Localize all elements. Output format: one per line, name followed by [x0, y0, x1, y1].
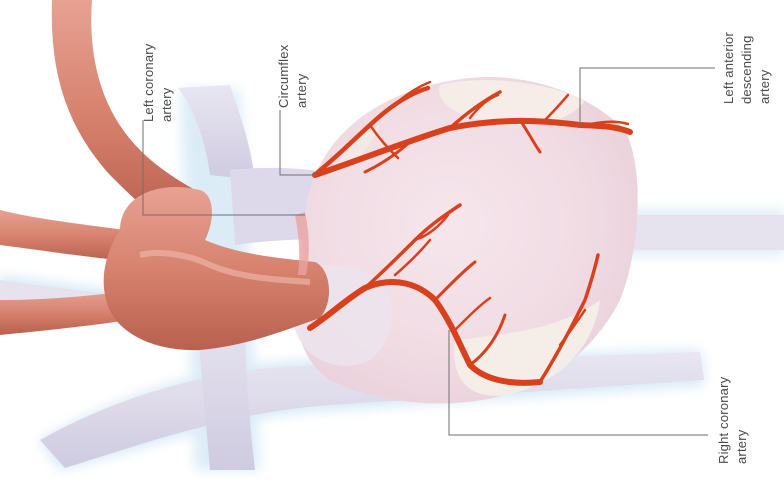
label-line: artery [159, 87, 174, 122]
label-left-anterior-descending-artery: Left anterior descending artery [721, 32, 772, 104]
label-right-coronary-artery: Right coronary artery [716, 376, 749, 464]
circumflex-leader [280, 110, 318, 175]
label-line: artery [294, 73, 309, 108]
label-line: Circumflex [276, 44, 291, 108]
label-line: artery [757, 69, 772, 104]
label-line: Left coronary [141, 43, 156, 122]
label-line: descending [739, 36, 754, 105]
label-line: Right coronary [716, 376, 731, 464]
label-left-coronary-artery: Left coronary artery [141, 43, 174, 122]
label-line: Left anterior [721, 32, 736, 104]
label-circumflex-artery: Circumflex artery [276, 44, 309, 108]
label-line: artery [734, 429, 749, 464]
